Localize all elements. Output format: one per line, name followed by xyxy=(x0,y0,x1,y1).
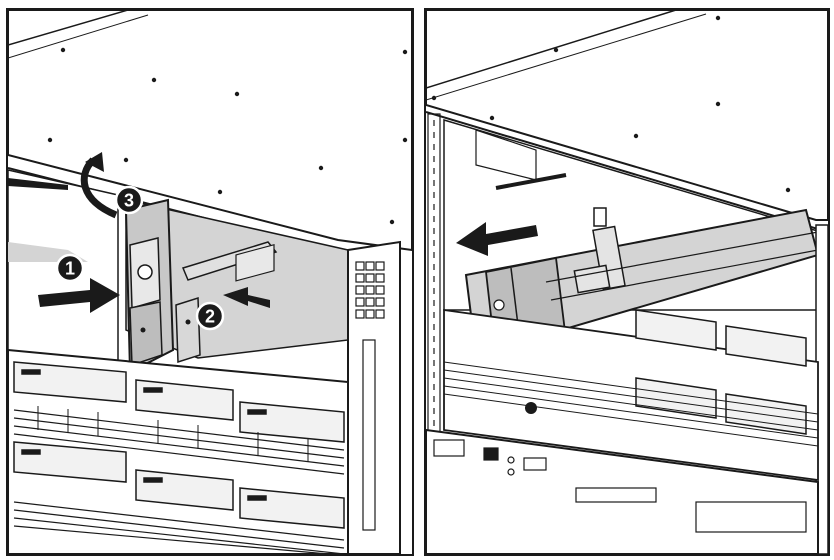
screw-holes xyxy=(47,47,408,225)
server-blades xyxy=(443,308,819,482)
svg-text:3: 3 xyxy=(124,191,134,211)
push-arrow-1 xyxy=(38,278,120,313)
panel-left-drawing: 1 2 3 xyxy=(8,10,412,554)
callout-1: 1 xyxy=(55,253,85,283)
panel-left: 1 2 3 xyxy=(6,8,414,556)
server-blades xyxy=(8,348,349,554)
screw-holes xyxy=(431,15,791,193)
svg-text:2: 2 xyxy=(205,307,215,327)
svg-text:1: 1 xyxy=(65,259,75,279)
rack-rail xyxy=(427,113,441,445)
rotate-arrow xyxy=(80,157,118,219)
callout-3: 3 xyxy=(114,185,144,215)
slide-arrow xyxy=(456,222,538,256)
callout-2: 2 xyxy=(195,301,225,331)
enclosure-top xyxy=(426,10,828,221)
panel-right-drawing xyxy=(426,10,828,554)
panel-right xyxy=(424,8,830,556)
push-arrow-2 xyxy=(223,287,270,308)
